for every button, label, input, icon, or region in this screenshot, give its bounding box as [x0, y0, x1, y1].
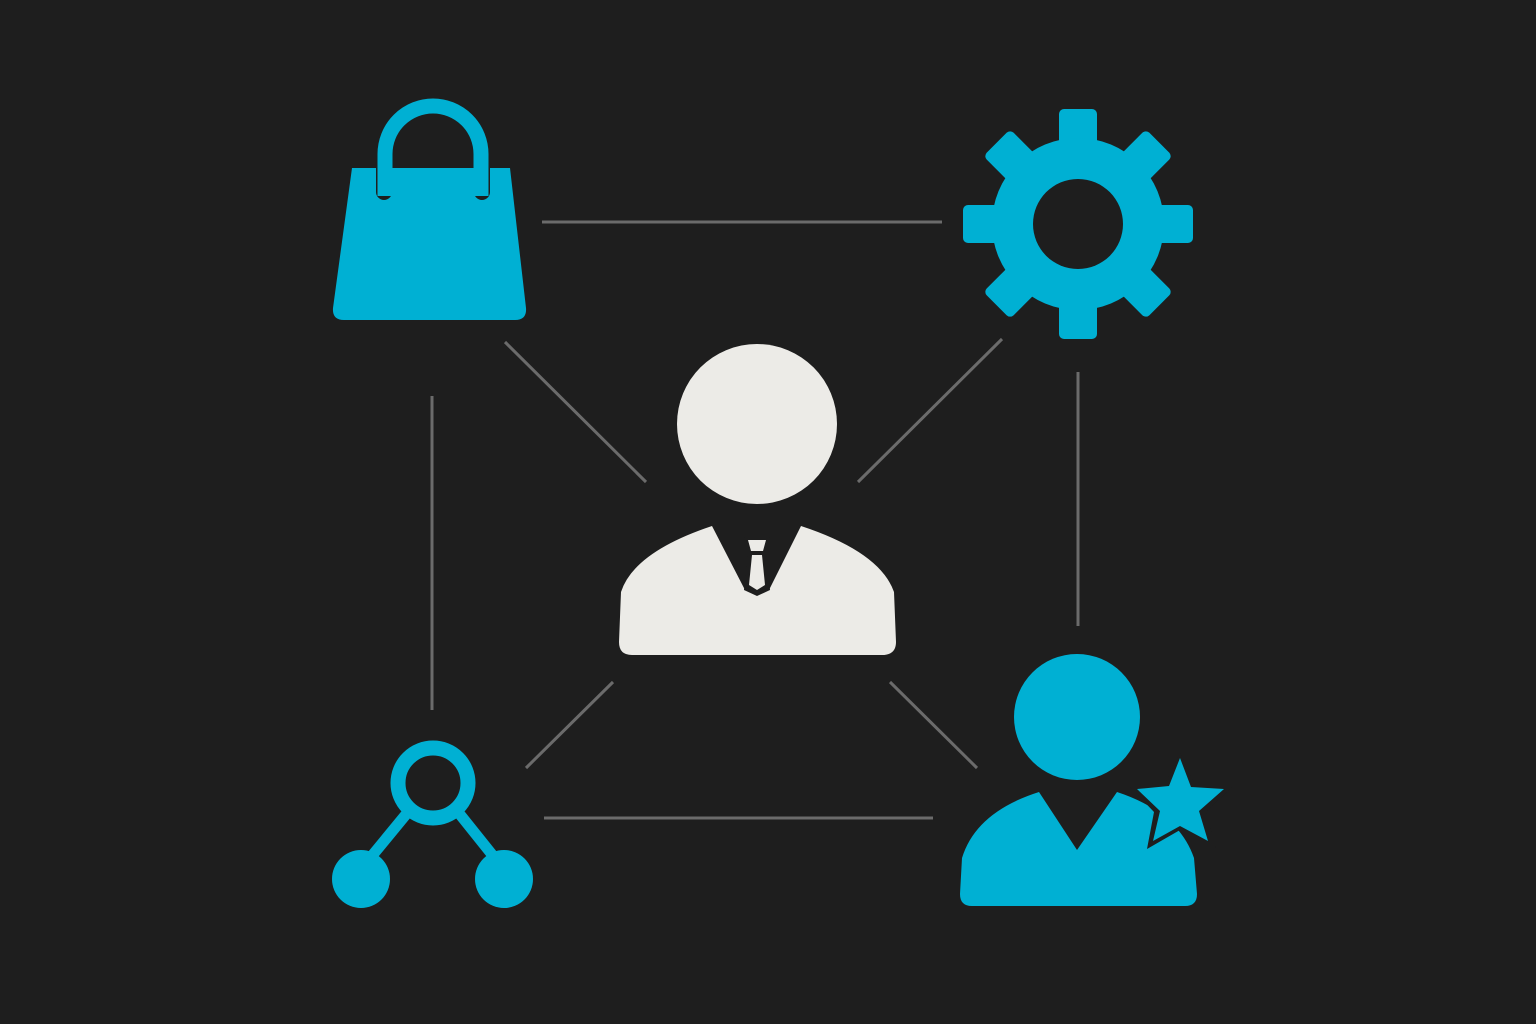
edge-center-to-top-left: [503, 340, 648, 484]
edge-center-to-bottom-left: [524, 680, 615, 770]
shopping-bag-icon: [332, 98, 527, 320]
businessman-icon: [619, 344, 896, 655]
user-star-icon: [960, 654, 1233, 906]
gear-icon: [963, 109, 1193, 339]
connectors: [430, 220, 1080, 820]
star-icon: [1137, 758, 1224, 841]
edge-center-to-top-right: [856, 337, 1004, 484]
share-network-icon: [332, 740, 533, 908]
edge-center-to-bottom-right: [888, 680, 979, 770]
